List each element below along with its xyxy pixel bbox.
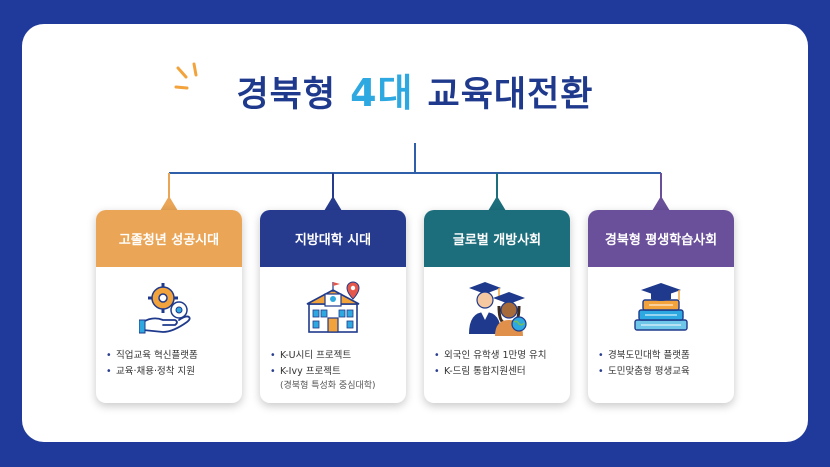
card-lifelong-learning: 경북형 평생학습사회 경북도민대학 플랫폼 도민맞춤형 평생교육	[588, 210, 734, 403]
list-item: K-U시티 프로젝트	[270, 348, 404, 364]
card-title: 글로벌 개방사회	[424, 210, 570, 267]
card-regional-university: 지방대학 시대 K-U시티 프로젝트 K-Ivy 프로젝트 (경북형 특성화 중…	[260, 210, 406, 403]
card-high-school-youth: 고졸청년 성공시대 직업교육 혁신플랫폼 교육·채용·정착 지원	[96, 210, 242, 403]
card-title: 지방대학 시대	[260, 210, 406, 267]
books-graduation-cap-icon	[634, 283, 688, 331]
list-item: K-Ivy 프로젝트	[270, 364, 404, 380]
list-item-note: (경북형 특성화 중심대학)	[280, 381, 376, 391]
card-bullets: K-U시티 프로젝트 K-Ivy 프로젝트 (경북형 특성화 중심대학)	[270, 348, 404, 392]
sparkle-accent-icon	[174, 62, 198, 90]
card-title: 경북형 평생학습사회	[588, 210, 734, 267]
title-prefix: 경북형	[236, 75, 337, 115]
list-item: 경북도민대학 플랫폼	[598, 348, 732, 364]
card-global-open-society: 글로벌 개방사회 외국인 유학생 1만명 유치 K-드림 통합지원센터	[424, 210, 570, 403]
list-item: 직업교육 혁신플랫폼	[106, 348, 240, 364]
list-item: 도민맞춤형 평생교육	[598, 364, 732, 380]
card-bullets: 직업교육 혁신플랫폼 교육·채용·정착 지원	[106, 348, 240, 380]
title-highlight: 4대	[350, 71, 414, 115]
hand-gears-icon	[139, 283, 191, 334]
card-title: 고졸청년 성공시대	[96, 210, 242, 267]
card-bullets: 경북도민대학 플랫폼 도민맞춤형 평생교육	[598, 348, 732, 380]
university-building-icon	[306, 281, 360, 333]
card-bullets: 외국인 유학생 1만명 유치 K-드림 통합지원센터	[434, 348, 568, 380]
international-graduates-icon	[469, 282, 527, 336]
connector-tree	[160, 143, 670, 211]
list-item: 외국인 유학생 1만명 유치	[434, 348, 568, 364]
title-suffix: 교육대전환	[427, 75, 594, 115]
list-item: 교육·채용·정착 지원	[106, 364, 240, 380]
page-title: 경북형 4대 교육대전환	[0, 62, 830, 117]
list-item: K-드림 통합지원센터	[434, 364, 568, 380]
